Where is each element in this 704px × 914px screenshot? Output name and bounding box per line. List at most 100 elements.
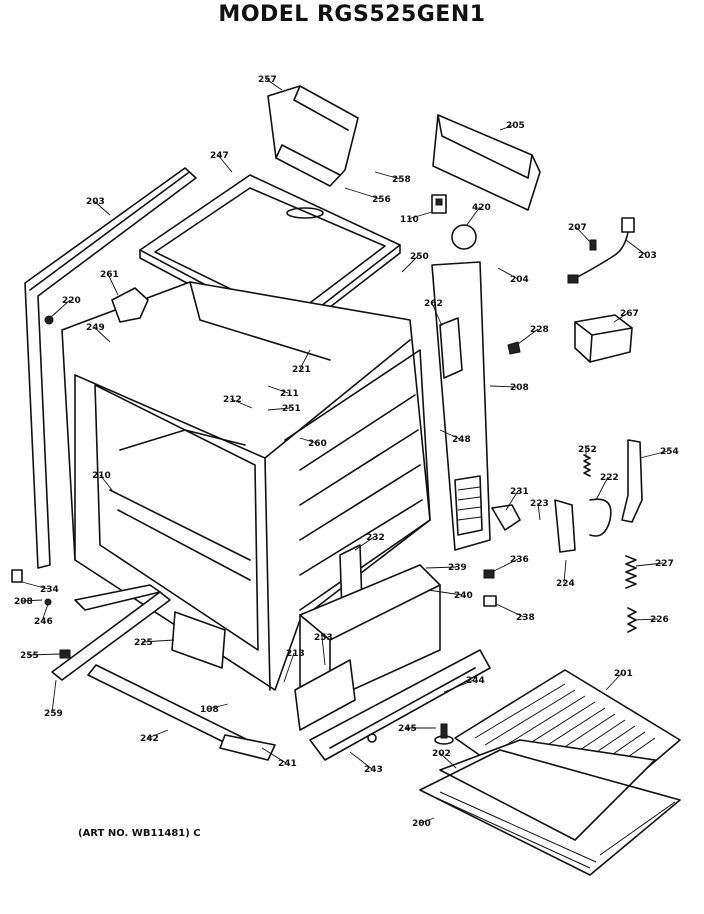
callout-203a: 203 (86, 197, 105, 207)
leader-254 (639, 450, 669, 459)
leader-238 (495, 603, 525, 618)
callout-207: 207 (568, 223, 587, 233)
part-228-clip (507, 341, 521, 355)
leader-201 (605, 672, 623, 691)
part-203-left-side-panel (24, 167, 197, 569)
callout-234: 234 (40, 585, 59, 595)
callout-243: 243 (364, 765, 383, 775)
callout-257: 257 (258, 75, 277, 85)
callout-239: 239 (448, 563, 467, 573)
leader-210 (99, 474, 113, 491)
callout-262: 262 (424, 299, 443, 309)
leader-256 (344, 187, 381, 200)
part-420-disc (451, 224, 477, 250)
leader-253 (321, 636, 326, 666)
leader-234 (21, 581, 49, 590)
part-234-clip (11, 569, 23, 583)
leader-225 (141, 639, 175, 643)
leader-220 (49, 299, 71, 319)
callout-108: 108 (200, 705, 219, 715)
part-252-spring (583, 454, 591, 477)
callout-200: 200 (412, 819, 431, 829)
leader-108 (207, 703, 229, 710)
leader-231 (505, 490, 519, 511)
part-245-knob (434, 723, 454, 745)
callout-224: 224 (556, 579, 575, 589)
part-202-broiler-pan (439, 739, 656, 841)
leader-207 (575, 226, 593, 245)
leader-241 (261, 747, 287, 764)
leader-262 (431, 302, 443, 327)
leader-208a (489, 385, 519, 388)
leader-226 (633, 618, 659, 621)
part-225-plate (171, 611, 226, 669)
leader-205 (499, 124, 515, 131)
callout-labels: 2572052472582562031104202072032612502042… (14, 75, 679, 829)
part-253-plate (294, 659, 356, 731)
leader-203b (625, 239, 647, 256)
callout-212: 212 (223, 395, 242, 405)
leader-223 (537, 502, 541, 521)
callout-210: 210 (92, 471, 111, 481)
callout-220: 220 (62, 296, 81, 306)
part-257-vent-flap (267, 85, 359, 187)
callout-204: 204 (510, 275, 529, 285)
art-number: (ART NO. WB11481) C (78, 828, 201, 839)
leader-222 (595, 476, 609, 501)
callout-249: 249 (86, 323, 105, 333)
leader-243 (349, 751, 373, 770)
callout-110: 110 (400, 215, 419, 225)
part-262-bracket (439, 317, 463, 379)
callout-253: 253 (314, 633, 333, 643)
callout-244: 244 (466, 676, 485, 686)
part-220-screw (44, 315, 54, 325)
leader-227 (635, 562, 664, 567)
callout-261: 261 (100, 270, 119, 280)
callout-223: 223 (530, 499, 549, 509)
leader-259 (51, 679, 57, 714)
callout-260: 260 (308, 439, 327, 449)
part-227-spring (625, 555, 637, 589)
callout-208b: 208 (14, 597, 33, 607)
callout-240: 240 (454, 591, 473, 601)
part-236-clip (483, 569, 495, 579)
callout-205: 205 (506, 121, 525, 131)
callout-254: 254 (660, 447, 679, 457)
leader-257 (265, 78, 283, 91)
leader-255 (27, 653, 61, 656)
leader-208b (21, 599, 43, 602)
leader-420 (465, 206, 481, 227)
leader-242 (147, 729, 169, 739)
leader-204 (497, 267, 519, 280)
callout-236: 236 (510, 555, 529, 565)
callout-232: 232 (366, 533, 385, 543)
callout-245: 245 (398, 724, 417, 734)
part-205-backguard (432, 114, 541, 211)
callout-246: 246 (34, 617, 53, 627)
part-267-box (574, 314, 633, 363)
callout-241: 241 (278, 759, 297, 769)
callout-267: 267 (620, 309, 639, 319)
callout-252: 252 (578, 445, 597, 455)
callout-222: 222 (600, 473, 619, 483)
leader-248 (439, 429, 461, 440)
callout-251: 251 (282, 404, 301, 414)
leader-232 (354, 536, 375, 551)
part-261-bracket (111, 287, 149, 323)
part-255-foot (59, 649, 71, 659)
leader-213 (283, 652, 295, 683)
leader-221 (299, 349, 311, 370)
leader-249 (93, 326, 111, 343)
leader-202 (439, 752, 457, 769)
leader-200 (419, 817, 435, 824)
callout-227: 227 (655, 559, 674, 569)
leader-246 (41, 603, 49, 622)
leader-212 (230, 398, 253, 409)
leader-260 (299, 437, 317, 444)
callout-228: 228 (530, 325, 549, 335)
leader-224 (563, 559, 567, 584)
part-222-igniter-bracket (554, 498, 612, 553)
part-254-hinge (621, 439, 643, 523)
callout-242: 242 (140, 734, 159, 744)
